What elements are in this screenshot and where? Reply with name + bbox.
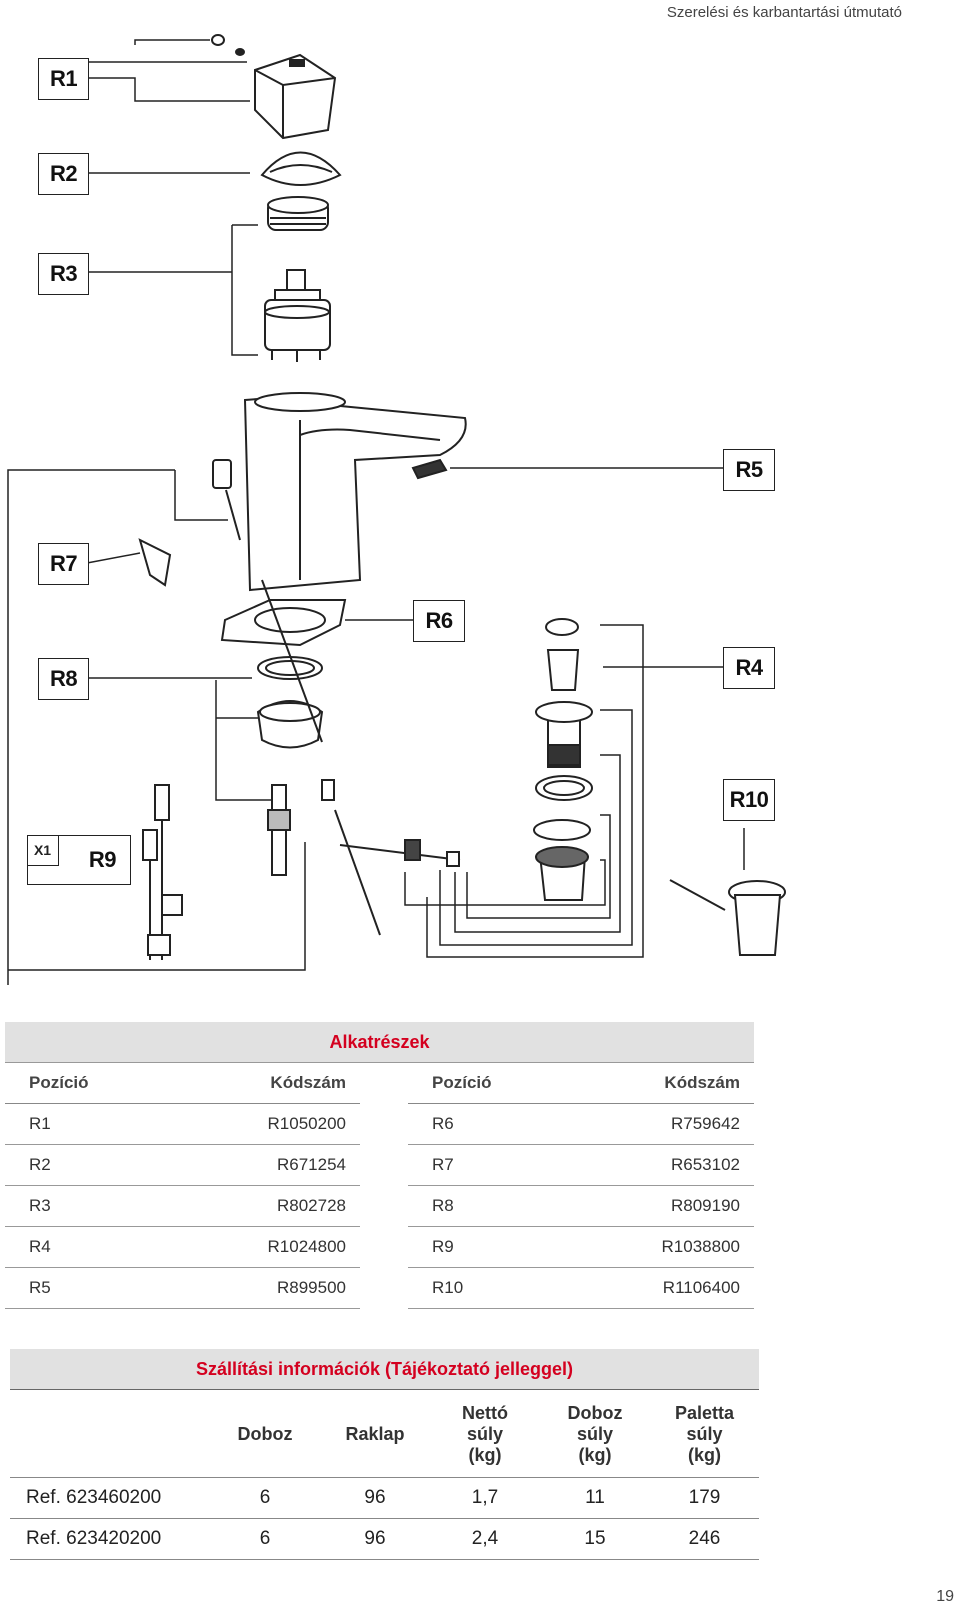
cell-pos: R9 [408,1226,573,1268]
cell-netto: 2,4 [430,1518,540,1560]
cell-code: R653102 [572,1144,754,1186]
shipping-title: Szállítási információk (Tájékoztató jell… [10,1349,759,1390]
label-x1: X1 [27,835,59,866]
cell-doboz: 6 [210,1477,320,1519]
cell-pos: R7 [408,1144,573,1186]
label-r6: R6 [413,600,465,642]
cell-raklap: 96 [320,1518,430,1560]
cell-pos: R6 [408,1103,573,1145]
col-code: Kódszám [173,1063,360,1104]
label-r3: R3 [38,253,89,295]
col-doboz-suly: Doboz súly (kg) [540,1391,650,1478]
label-r7: R7 [38,543,89,585]
col-raklap: Raklap [320,1391,430,1478]
cell-ref: Ref. 623420200 [10,1518,210,1560]
cell-code: R1106400 [572,1267,754,1309]
cell-pos: R2 [5,1144,174,1186]
cell-raklap: 96 [320,1477,430,1519]
cell-code: R1038800 [572,1226,754,1268]
parts-title: Alkatrészek [5,1022,754,1063]
col-code: Kódszám [572,1063,754,1104]
cell-code: R1024800 [173,1226,360,1268]
label-r5: R5 [723,449,775,491]
cell-pos: R5 [5,1267,174,1309]
cell-code: R802728 [173,1185,360,1227]
cell-doboz-suly: 15 [540,1518,650,1560]
cell-paletta-suly: 246 [650,1518,759,1560]
table-row: Ref. 623420200 6 96 2,4 15 246 [10,1518,759,1560]
page-header: Szerelési és karbantartási útmutató [666,4,902,21]
col-position: Pozíció [408,1063,573,1104]
cell-pos: R1 [5,1103,174,1145]
col-paletta-suly: Paletta súly (kg) [650,1391,759,1478]
cell-pos: R3 [5,1185,174,1227]
label-r1: R1 [38,58,89,100]
label-r10: R10 [723,779,775,821]
cell-pos: R10 [408,1267,573,1309]
label-r9: R9 [27,835,131,885]
cell-code: R671254 [173,1144,360,1186]
exploded-parts-diagram [7,34,786,985]
col-netto: Nettó súly (kg) [430,1391,540,1478]
cell-ref: Ref. 623460200 [10,1477,210,1519]
cell-netto: 1,7 [430,1477,540,1519]
col-ref [10,1391,210,1478]
shipping-table: Doboz Raklap Nettó súly (kg) Doboz súly … [10,1391,759,1560]
cell-code: R1050200 [173,1103,360,1145]
cell-code: R899500 [173,1267,360,1309]
cell-paletta-suly: 179 [650,1477,759,1519]
label-r4: R4 [723,647,775,689]
label-r8: R8 [38,658,89,700]
cell-pos: R8 [408,1185,573,1227]
cell-code: R759642 [572,1103,754,1145]
col-position: Pozíció [5,1063,174,1104]
cell-pos: R4 [5,1226,174,1268]
cell-doboz: 6 [210,1518,320,1560]
page-number: 19 [936,1588,954,1605]
label-r2: R2 [38,153,89,195]
cell-doboz-suly: 11 [540,1477,650,1519]
cell-code: R809190 [572,1185,754,1227]
col-doboz: Doboz [210,1391,320,1478]
table-row: Ref. 623460200 6 96 1,7 11 179 [10,1477,759,1519]
